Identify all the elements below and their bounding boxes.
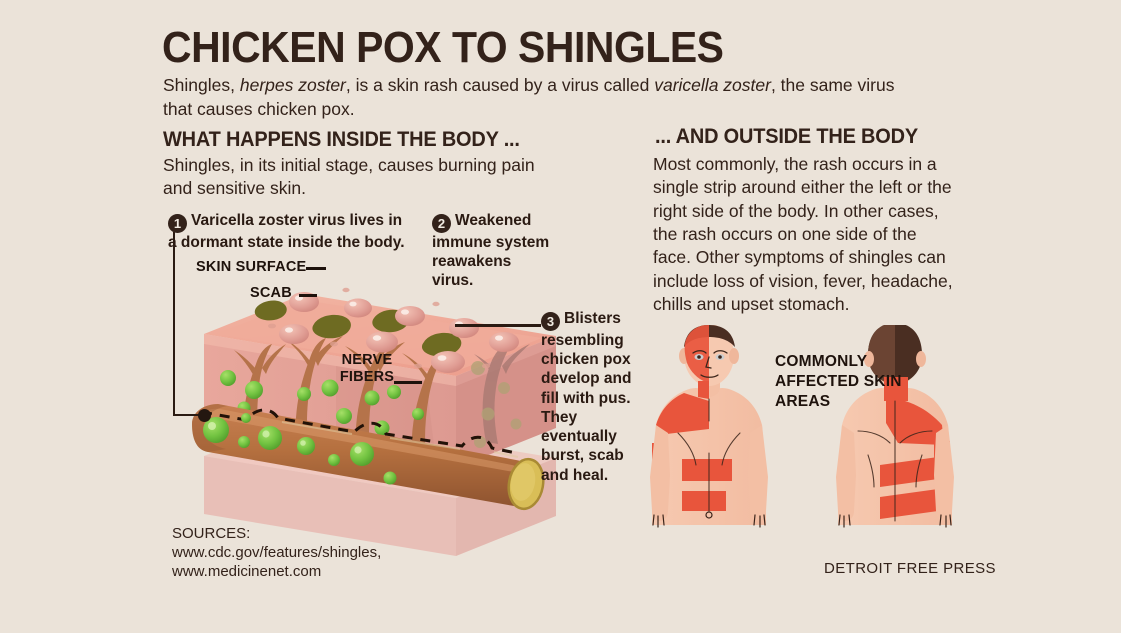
- sources-line-1: www.cdc.gov/features/shingles,: [172, 544, 382, 562]
- nerve-sheath-dashed-line: [201, 408, 517, 455]
- callout-3-text: Blisters resembling chicken pox develop …: [541, 310, 632, 484]
- scab-lesion: [254, 300, 287, 321]
- label-nerve-fibers-tick: [394, 381, 422, 384]
- callout-1-leader-line-horizontal: [173, 414, 205, 416]
- callout-1-leader-line-vertical: [173, 232, 175, 416]
- deck-italic-2: varicella zoster: [654, 75, 771, 95]
- deck-italic-1: herpes zoster: [239, 75, 346, 95]
- skin-cross-section-illustration: [192, 287, 556, 556]
- label-scab-tick: [299, 294, 317, 297]
- label-commonly-affected-skin-areas: COMMONLY AFFECTED SKIN AREAS: [775, 353, 902, 411]
- callout-2-text: Weakened immune system reawakens virus.: [432, 212, 550, 290]
- section-body-outside-body: Most commonly, the rash occurs in a sing…: [653, 154, 953, 315]
- sources-label: SOURCES:: [172, 525, 251, 542]
- blisters-and-scabs: [254, 287, 519, 373]
- publisher-credit: DETROIT FREE PRESS: [824, 560, 996, 577]
- virus-particles-side-face: [471, 361, 522, 448]
- callout-1-leader-dot: [198, 409, 211, 422]
- virus-particles-on-nerve: [203, 413, 397, 485]
- sources-block: SOURCES: www.cdc.gov/features/shingles, …: [172, 524, 472, 582]
- body-figures-illustration: [650, 325, 954, 528]
- section-subtext-inside-body: Shingles, in its initial stage, causes b…: [163, 155, 535, 199]
- deck-part-1: Shingles,: [163, 75, 240, 95]
- label-nerve-fibers-line2: FIBERS: [339, 369, 395, 386]
- callout-3-leader-line: [455, 324, 541, 327]
- section-heading-inside-body: WHAT HAPPENS INSIDE THE BODY ...: [163, 128, 520, 151]
- front-body-figure: [650, 325, 768, 528]
- sources-line-2: www.medicinenet.com: [172, 563, 322, 581]
- label-scab: SCAB: [250, 285, 292, 301]
- virus-particles-in-skin: [220, 370, 424, 436]
- callout-1-text: Varicella zoster virus lives in a dorman…: [168, 212, 405, 251]
- back-body-figure: [836, 325, 954, 528]
- label-skin-surface-tick: [306, 267, 326, 270]
- section-heading-outside-body: ... AND OUTSIDE THE BODY: [655, 125, 918, 148]
- callout-1-badge: 1: [168, 214, 187, 233]
- callout-2-badge: 2: [432, 214, 451, 233]
- deck-part-2: , is a skin rash caused by a virus calle…: [345, 75, 655, 95]
- label-skin-surface: SKIN SURFACE: [196, 259, 307, 275]
- label-nerve-fibers: NERVE FIBERS: [327, 352, 407, 386]
- callout-3-badge: 3: [541, 312, 560, 331]
- page-title: CHICKEN POX TO SHINGLES: [162, 23, 724, 72]
- label-nerve-fibers-line1: NERVE: [341, 352, 393, 368]
- deck-part-3: , the same virus that causes chicken pox…: [163, 75, 895, 119]
- deck-paragraph: Shingles, herpes zoster, is a skin rash …: [163, 74, 923, 121]
